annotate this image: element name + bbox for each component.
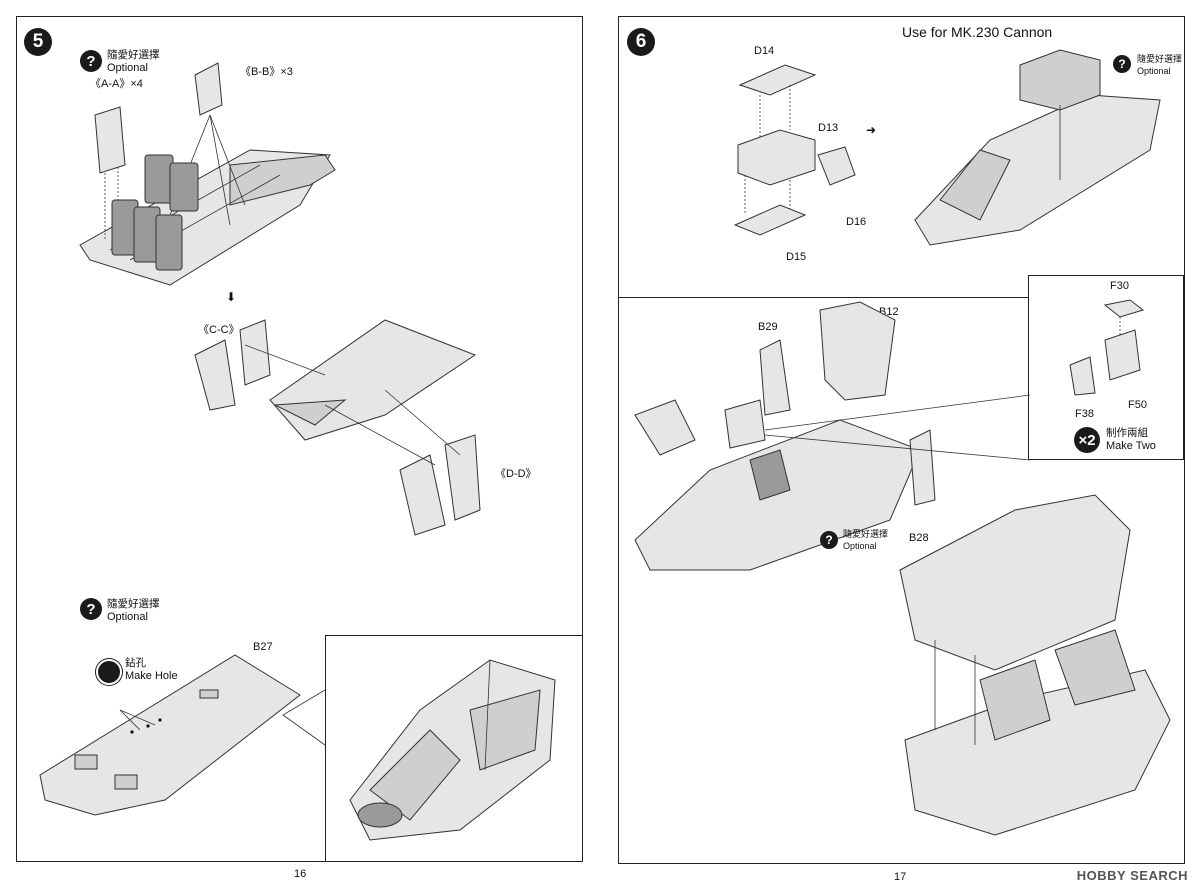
cockpit-illustration bbox=[349, 659, 556, 841]
part-f30-label: F30 bbox=[1110, 280, 1129, 292]
optional-question-icon-right: ? bbox=[1113, 55, 1131, 73]
step-5-number: 5 bbox=[32, 31, 44, 52]
optional2-label: 隨愛好選擇 Optional bbox=[107, 598, 160, 624]
optional-question-icon: ? bbox=[80, 50, 102, 72]
part-f38-label: F38 bbox=[1075, 408, 1094, 420]
part-b27-label: B27 bbox=[253, 641, 273, 653]
label-aa: 《A-A》×4 bbox=[90, 78, 143, 90]
part-d15-label: D15 bbox=[786, 251, 807, 263]
watermark: HOBBY SEARCH bbox=[1076, 868, 1188, 883]
drill-label-en: Make Hole bbox=[125, 670, 178, 682]
b27-floor-plate bbox=[39, 654, 301, 816]
optional2-question-icon: ? bbox=[80, 598, 102, 620]
inset-cockpit-frame bbox=[325, 635, 583, 862]
optional-label-right-cn: 隨愛好選擇 bbox=[1137, 55, 1183, 65]
part-b28-label: B28 bbox=[909, 532, 929, 544]
label-dd: 《D-D》 bbox=[495, 468, 537, 480]
optional-label: 隨愛好選擇 Optional bbox=[107, 49, 160, 75]
completed-fuselage-illustration bbox=[899, 494, 1171, 836]
part-d16-label: D16 bbox=[846, 216, 867, 228]
seat-floor-illustration bbox=[79, 62, 336, 286]
optional-label-right: 隨愛好選擇 Optional bbox=[1137, 55, 1182, 77]
optional-label-right-en: Optional bbox=[1137, 66, 1171, 76]
part-d13-label: D13 bbox=[818, 122, 839, 134]
make-two-label-cn: 制作兩組 bbox=[1106, 427, 1148, 439]
optional2-question-icon-right: ? bbox=[820, 531, 838, 549]
optional2-label-right-cn: 隨愛好選擇 bbox=[843, 530, 889, 540]
times-two-badge: ×2 bbox=[1074, 427, 1100, 453]
f-parts-illustration bbox=[1069, 299, 1145, 396]
step-5-badge: 5 bbox=[24, 28, 52, 56]
optional2-label-right-en: Optional bbox=[843, 541, 877, 551]
optional2-label-right: 隨愛好選擇 Optional bbox=[843, 530, 888, 552]
mk230-header: Use for MK.230 Cannon bbox=[902, 24, 1053, 40]
step6-result-illustration bbox=[914, 49, 1161, 246]
arrow-right: ➜ bbox=[866, 123, 877, 137]
optional-label-en: Optional bbox=[107, 62, 148, 74]
label-cc: 《C-C》 bbox=[198, 324, 240, 336]
make-two-label-en: Make Two bbox=[1106, 440, 1156, 452]
optional2-label-cn: 隨愛好選擇 bbox=[107, 598, 160, 610]
left-page-number: 16 bbox=[294, 868, 307, 880]
fuselage-assembly-illustration bbox=[634, 301, 1031, 571]
right-page-bottom-frame bbox=[618, 297, 1185, 864]
part-b29-label: B29 bbox=[758, 321, 778, 333]
inset-pointer bbox=[282, 689, 326, 746]
drill-icon bbox=[96, 659, 122, 685]
drill-label: 鉆孔 Make Hole bbox=[125, 657, 178, 683]
floor-sidepanel-illustration bbox=[194, 319, 481, 536]
step-6-number: 6 bbox=[635, 31, 647, 52]
optional2-label-en: Optional bbox=[107, 611, 148, 623]
right-page-number: 17 bbox=[894, 871, 907, 883]
times-two-text: ×2 bbox=[1078, 431, 1096, 449]
part-f50-label: F50 bbox=[1128, 399, 1147, 411]
left-page-frame bbox=[16, 16, 583, 862]
down-arrow: ⬇ bbox=[226, 290, 237, 304]
ammo-box-assembly bbox=[733, 64, 856, 236]
optional-label-cn: 隨愛好選擇 bbox=[107, 49, 160, 61]
step-6-badge: 6 bbox=[627, 28, 655, 56]
drill-label-cn: 鉆孔 bbox=[125, 657, 146, 669]
label-bb: 《B-B》×3 bbox=[240, 66, 293, 78]
make-two-label: 制作兩組 Make Two bbox=[1106, 427, 1156, 453]
part-d14-label: D14 bbox=[754, 45, 775, 57]
